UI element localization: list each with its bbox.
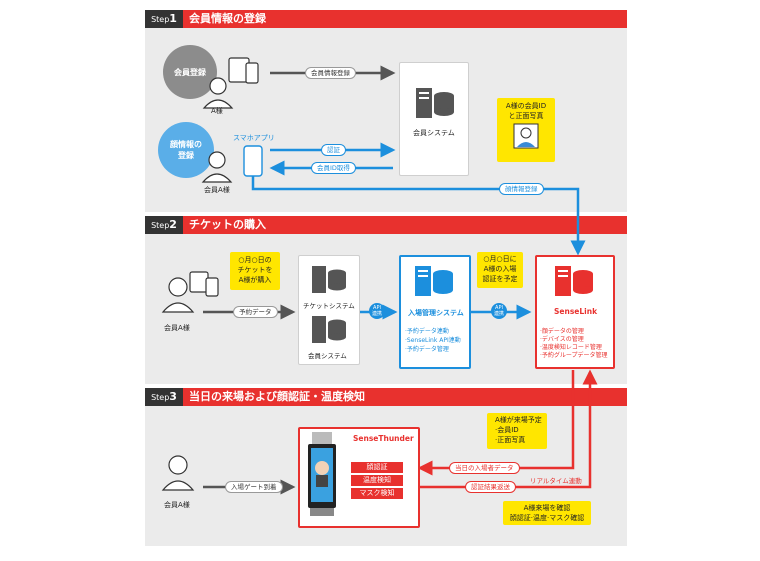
person-a-label: A様	[211, 107, 223, 115]
person-step2-icon	[161, 277, 195, 313]
person-step3-icon	[161, 455, 195, 491]
ticket-server-icon	[312, 266, 346, 293]
register-circle	[163, 45, 217, 99]
callout-visit: A様が来場予定 ·会員ID ·正面写真	[487, 413, 547, 449]
step3-header-bar	[145, 388, 627, 406]
api-badge-1: API 連携	[369, 303, 385, 319]
member-server-icon-2	[312, 316, 346, 343]
arrow-auth-label: 認証	[321, 144, 346, 156]
step3-tab: Step3	[145, 388, 183, 406]
step2-tab: Step2	[145, 216, 183, 234]
arrow-gate-label: 入場ゲート到着	[225, 481, 283, 493]
face-circle-label: 顔情報の 登録	[170, 140, 202, 160]
realtime-label: リアルタイム連動	[530, 477, 582, 485]
entry-feature-2: ·SenseLink API連動	[405, 337, 461, 344]
entry-server-icon	[415, 266, 453, 296]
member-system-label-2: 会員システム	[308, 352, 347, 360]
ticket-system-label: チケットシステム	[303, 302, 355, 310]
chip-face-auth: 顔認証	[351, 462, 403, 473]
person-member-a-label: 会員A様	[204, 186, 230, 194]
chip-mask: マスク検知	[351, 488, 403, 499]
step2-header-bar	[145, 216, 627, 234]
senselink-feature-4: ·予約グループデータ管理	[540, 352, 608, 359]
server-icon	[416, 88, 454, 118]
sensethunder-label: SenseThunder	[353, 434, 414, 443]
senselink-label: SenseLink	[554, 307, 598, 316]
smartphone-icon	[243, 145, 263, 177]
api-badge-2: API 連携	[491, 303, 507, 319]
arrow-reservation-label: 予約データ	[233, 306, 278, 318]
member-system-box	[399, 62, 469, 176]
step1-tab: Step1	[145, 10, 183, 28]
arrow-get-id-label: 会員ID取得	[311, 162, 356, 174]
step1-title: 会員情報の登録	[189, 12, 266, 25]
step1-header-bar	[145, 10, 627, 28]
senselink-box	[535, 255, 615, 369]
arrow-member-info-label: 会員情報登録	[305, 67, 356, 79]
callout-schedule: ○月○日に A様の入場 認証を予定	[477, 252, 523, 288]
senselink-feature-3: ·温度検知レコード管理	[540, 344, 602, 351]
senselink-feature-2: ·デバイスの管理	[540, 336, 584, 343]
entry-feature-3: ·予約データ管理	[405, 346, 449, 353]
arrow-face-register	[251, 176, 586, 256]
callout-confirm: A様来場を確認 顔認証·温度·マスク確認	[503, 501, 591, 525]
senselink-feature-1: ·顔データの管理	[540, 328, 584, 335]
smartphone-app-label: スマホアプリ	[233, 134, 275, 142]
person-a-icon	[202, 77, 234, 109]
member-system-label: 会員システム	[413, 129, 455, 137]
callout-ticket: ○月○日の チケットを A様が購入	[230, 252, 280, 290]
entry-feature-1: ·予約データ連動	[405, 328, 449, 335]
senselink-server-icon	[555, 266, 593, 296]
register-circle-label: 会員登録	[174, 67, 206, 77]
person-step2-label: 会員A様	[164, 324, 190, 332]
arrow-result-label: 認証結果返送	[465, 481, 516, 493]
entry-system-label: 入場管理システム	[408, 309, 464, 317]
person-step3-label: 会員A様	[164, 501, 190, 509]
thunder-device-icon	[308, 432, 336, 516]
step2-title: チケットの購入	[189, 218, 266, 231]
devices-step2-icon	[189, 271, 219, 297]
callout-face-info: A様の会員ID と正面写真	[497, 98, 555, 162]
chip-temperature: 温度検知	[351, 475, 403, 486]
face-photo-icon	[513, 123, 539, 149]
face-circle	[158, 122, 214, 178]
step3-title: 当日の来場および顔認証・温度検知	[189, 390, 365, 403]
arrow-today-data-label: 当日の入場者データ	[449, 462, 520, 474]
devices-icon	[228, 57, 259, 84]
person-member-a-icon	[201, 151, 233, 183]
arrow-face-register-label: 顔情報登録	[499, 183, 544, 195]
